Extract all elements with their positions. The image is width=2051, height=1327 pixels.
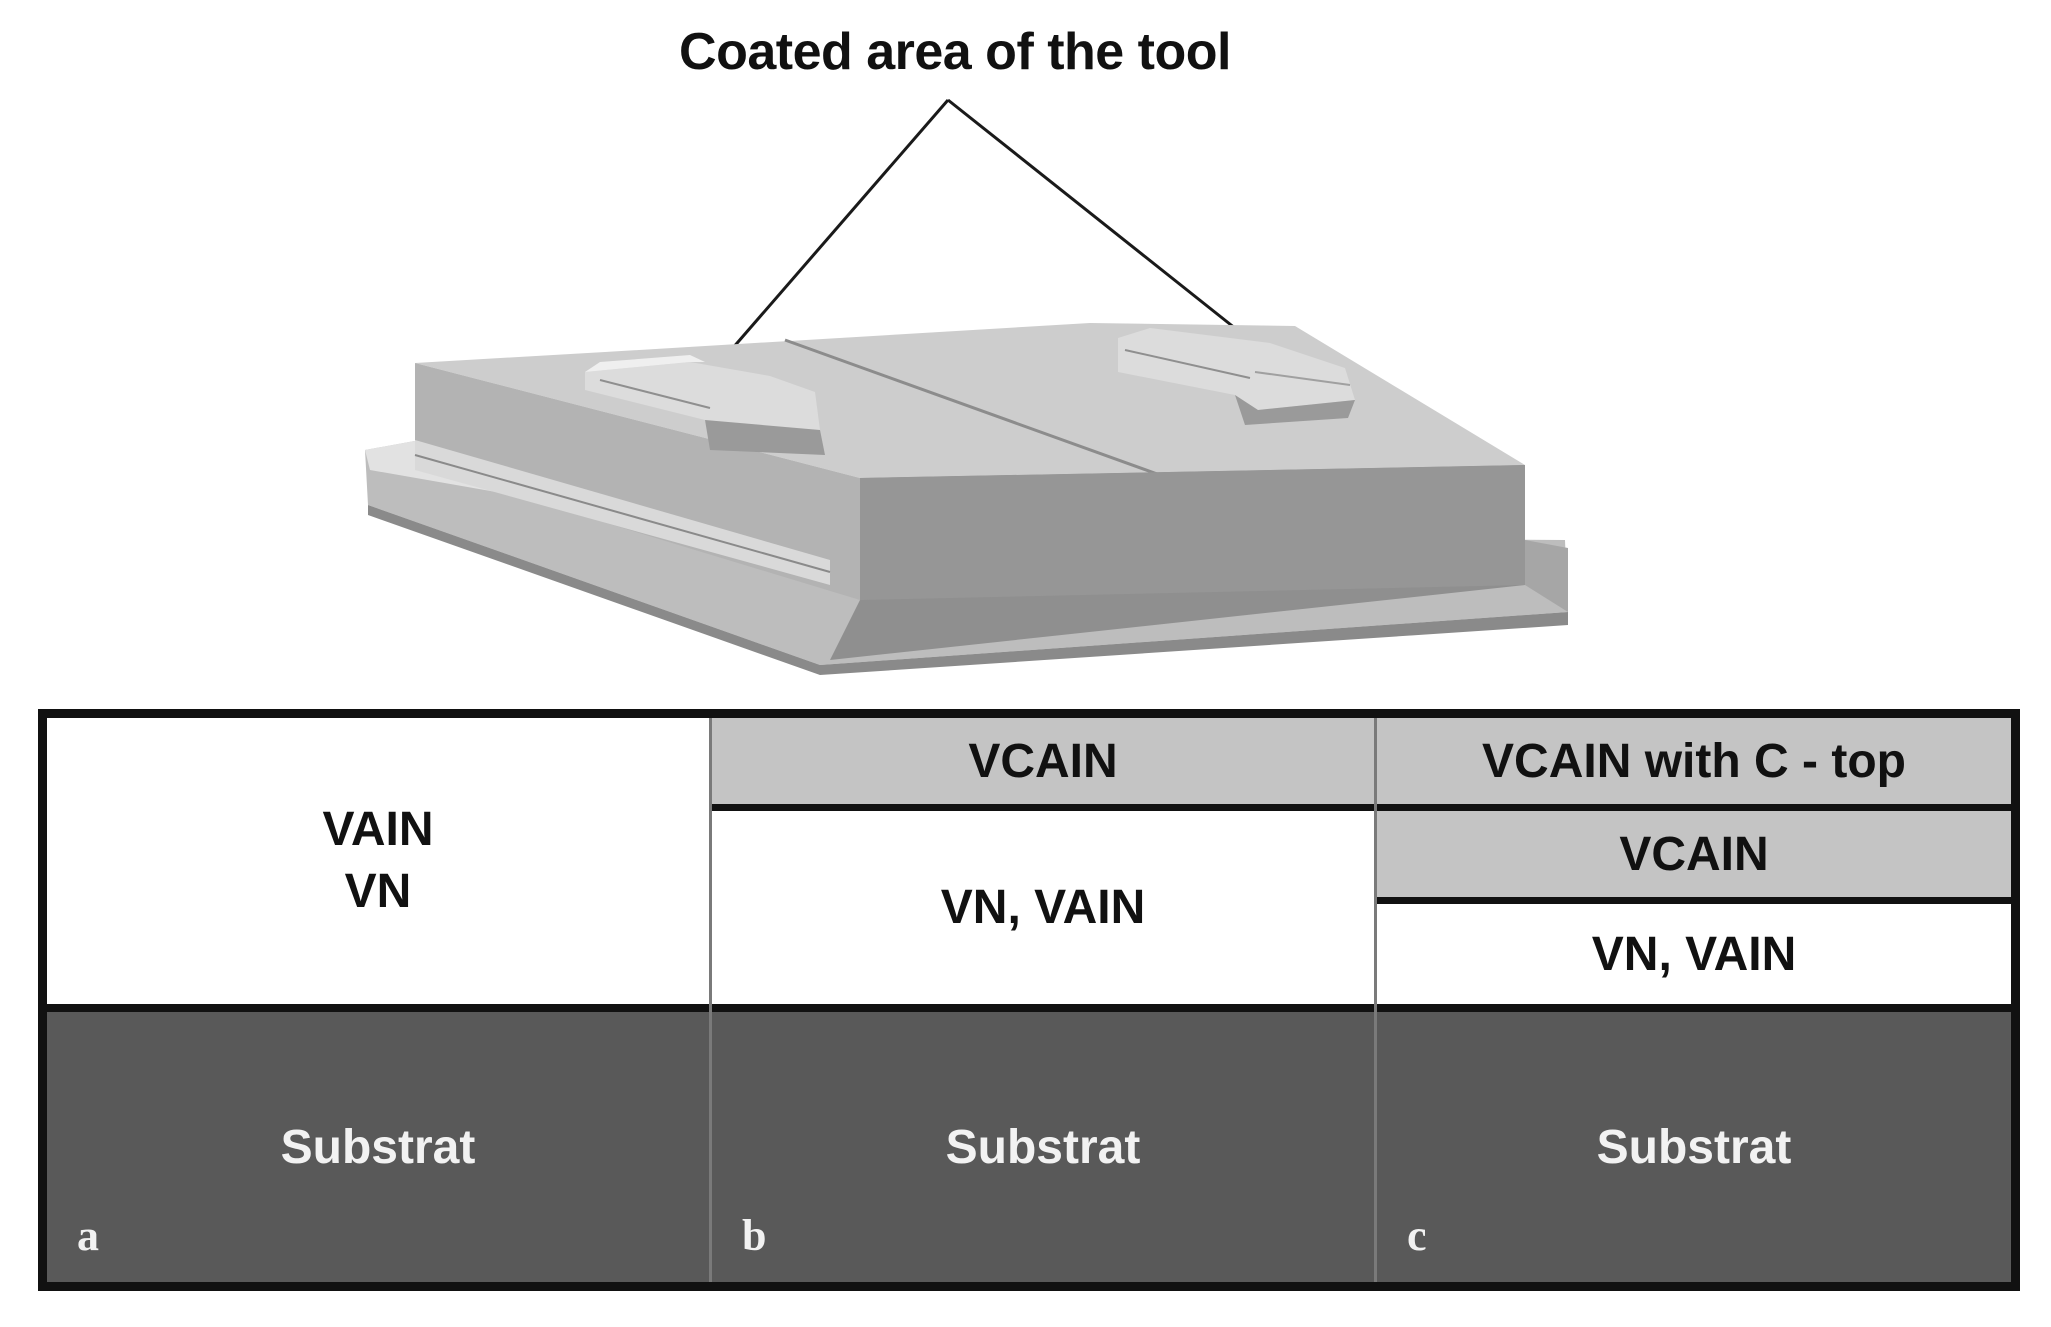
panel-c-base-layer-label: VN, VAIN — [1591, 927, 1797, 981]
panel-b-substrate: Substrat — [712, 1012, 1374, 1282]
panel-a-substrate-label: Substrat — [280, 1120, 476, 1174]
panel-a-coating: VAIN VN — [47, 718, 709, 1004]
panel-a-substrate: Substrat — [47, 1012, 709, 1282]
coated-area-label: Coated area of the tool — [679, 23, 1231, 81]
coating-layer-table: VAIN VN VCAIN VN, VAIN VCAIN with C - to… — [38, 709, 2020, 1291]
substrate-boundary — [47, 1004, 2011, 1012]
panel-letter-b: b — [742, 1211, 767, 1260]
panel-b-base-layer-label: VN, VAIN — [940, 881, 1146, 934]
panel-c-base-layer: VN, VAIN — [1377, 904, 2011, 1004]
panel-b-top-layer: VCAIN — [712, 718, 1374, 804]
panel-b-top-layer-label: VCAIN — [968, 734, 1118, 788]
column-divider-ab — [709, 718, 712, 1282]
panel-b-layer-boundary — [712, 804, 1374, 811]
panel-c-top-layer-label: VCAIN with C - top — [1482, 734, 1906, 788]
panel-a-coating-line1: VAIN — [322, 803, 434, 856]
panel-c-top-layer: VCAIN with C - top — [1377, 718, 2011, 804]
panel-c-middle-layer: VCAIN — [1377, 811, 2011, 897]
panel-letter-c: c — [1407, 1211, 1427, 1260]
coated-land-left — [585, 355, 825, 455]
column-divider-bc — [1374, 718, 1377, 1282]
coated-land-right — [1118, 328, 1355, 425]
panel-c-layer-boundary-2 — [1377, 897, 2011, 904]
panel-b-substrate-label: Substrat — [945, 1120, 1141, 1174]
tool-illustration — [365, 98, 1568, 675]
panel-c-substrate: Substrat — [1377, 1012, 2011, 1282]
panel-letter-a: a — [77, 1211, 99, 1260]
panel-b-base-layer: VN, VAIN — [712, 811, 1374, 1004]
panel-c-layer-boundary-1 — [1377, 804, 2011, 811]
callout-leader-lines — [710, 98, 1266, 373]
panel-c-substrate-label: Substrat — [1596, 1120, 1792, 1174]
panel-a-coating-line2: VN — [344, 865, 412, 918]
panel-c-middle-layer-label: VCAIN — [1619, 827, 1769, 881]
